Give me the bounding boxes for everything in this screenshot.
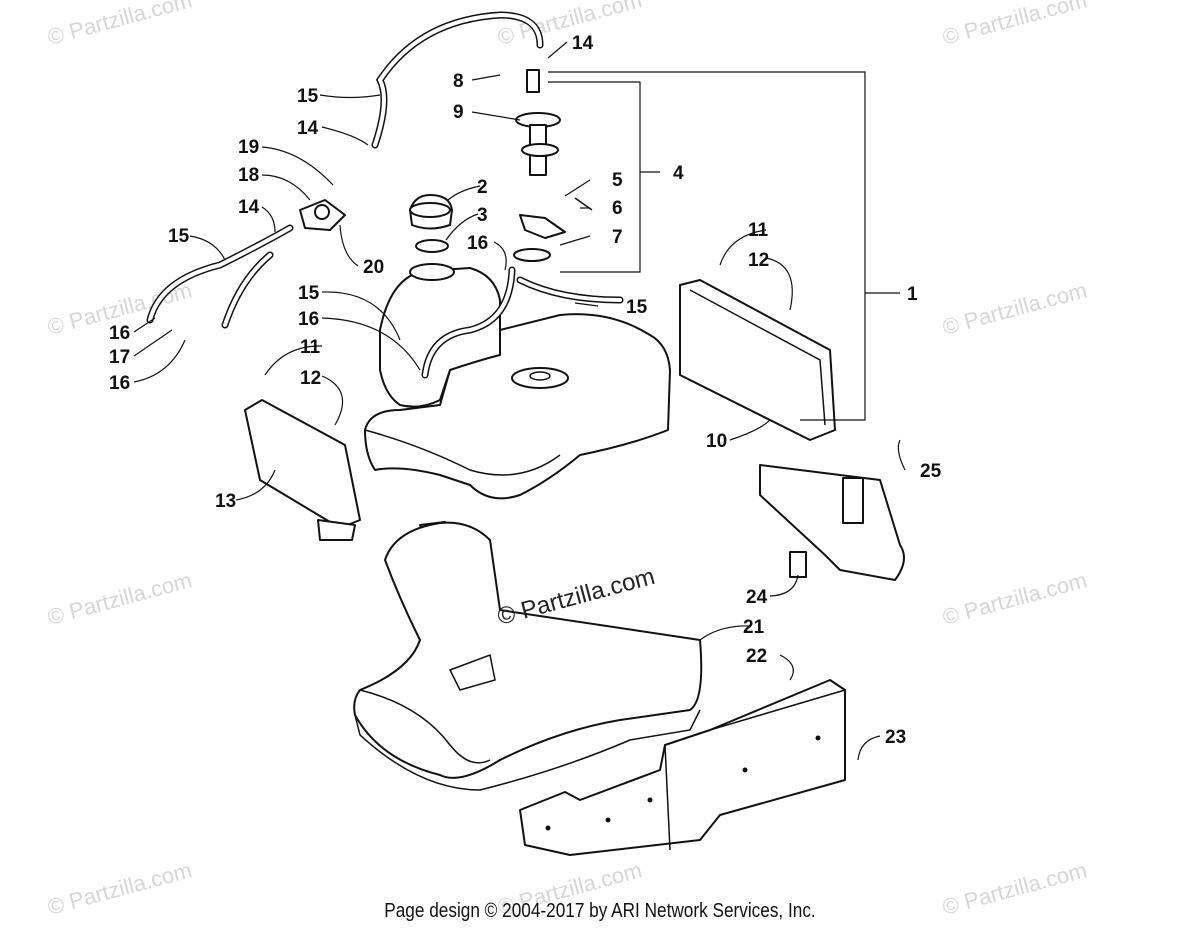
callout-16: 16 bbox=[298, 309, 319, 330]
fuel-tank bbox=[364, 263, 671, 500]
valve-18 bbox=[299, 199, 346, 231]
bracket-10 bbox=[679, 279, 836, 441]
callout-2: 2 bbox=[477, 177, 488, 198]
callout-22: 22 bbox=[746, 646, 767, 667]
watermark: © Partzilla.com bbox=[940, 567, 1090, 630]
watermark: © Partzilla.com bbox=[940, 277, 1090, 340]
skid-rail-22 bbox=[519, 679, 846, 856]
callout-16: 16 bbox=[109, 323, 130, 344]
gasket-3 bbox=[415, 239, 449, 253]
callout-23: 23 bbox=[885, 727, 906, 748]
watermark: © Partzilla.com bbox=[45, 0, 195, 50]
callout-19: 19 bbox=[238, 137, 259, 158]
watermark: © Partzilla.com bbox=[45, 567, 195, 630]
fuel-pump-4 bbox=[513, 69, 593, 262]
callout-15: 15 bbox=[298, 283, 320, 304]
hoses-15 bbox=[146, 11, 624, 379]
callout-5: 5 bbox=[612, 170, 623, 191]
callout-12: 12 bbox=[300, 368, 321, 389]
callout-14: 14 bbox=[238, 197, 260, 218]
callout-8: 8 bbox=[453, 71, 464, 92]
page-footer: Page design © 2004-2017 by ARI Network S… bbox=[384, 900, 816, 922]
callout-14: 14 bbox=[572, 33, 594, 54]
callout-4: 4 bbox=[673, 163, 684, 184]
callout-25: 25 bbox=[920, 461, 942, 482]
skid-plate-21 bbox=[353, 521, 703, 791]
callout-20: 20 bbox=[363, 257, 384, 278]
callout-21: 21 bbox=[743, 617, 765, 638]
callouts: 1 2 3 4 5 6 7 8 9 10 11 11 12 12 13 14 1… bbox=[109, 33, 942, 748]
watermark: © Partzilla.com bbox=[940, 0, 1090, 50]
callout-14: 14 bbox=[297, 118, 319, 139]
fuel-cap-2 bbox=[409, 194, 453, 230]
callout-16: 16 bbox=[109, 373, 130, 394]
callout-11: 11 bbox=[748, 220, 769, 241]
callout-6: 6 bbox=[612, 198, 623, 219]
callout-18: 18 bbox=[238, 165, 259, 186]
callout-9: 9 bbox=[453, 102, 464, 123]
callout-3: 3 bbox=[477, 205, 488, 226]
callout-10: 10 bbox=[706, 431, 727, 452]
callout-7: 7 bbox=[612, 227, 623, 248]
callout-24: 24 bbox=[746, 587, 768, 608]
callout-15: 15 bbox=[626, 297, 648, 318]
bracket-13 bbox=[244, 399, 361, 541]
callout-12: 12 bbox=[748, 250, 769, 271]
callout-17: 17 bbox=[109, 347, 130, 368]
callout-16: 16 bbox=[467, 233, 488, 254]
frame-section bbox=[759, 464, 905, 581]
callout-15: 15 bbox=[297, 86, 319, 107]
leader-lines bbox=[133, 41, 906, 761]
callout-11: 11 bbox=[300, 337, 321, 358]
callout-1: 1 bbox=[907, 284, 918, 305]
callout-15: 15 bbox=[168, 226, 190, 247]
callout-13: 13 bbox=[215, 491, 236, 512]
watermark: © Partzilla.com bbox=[495, 0, 645, 50]
